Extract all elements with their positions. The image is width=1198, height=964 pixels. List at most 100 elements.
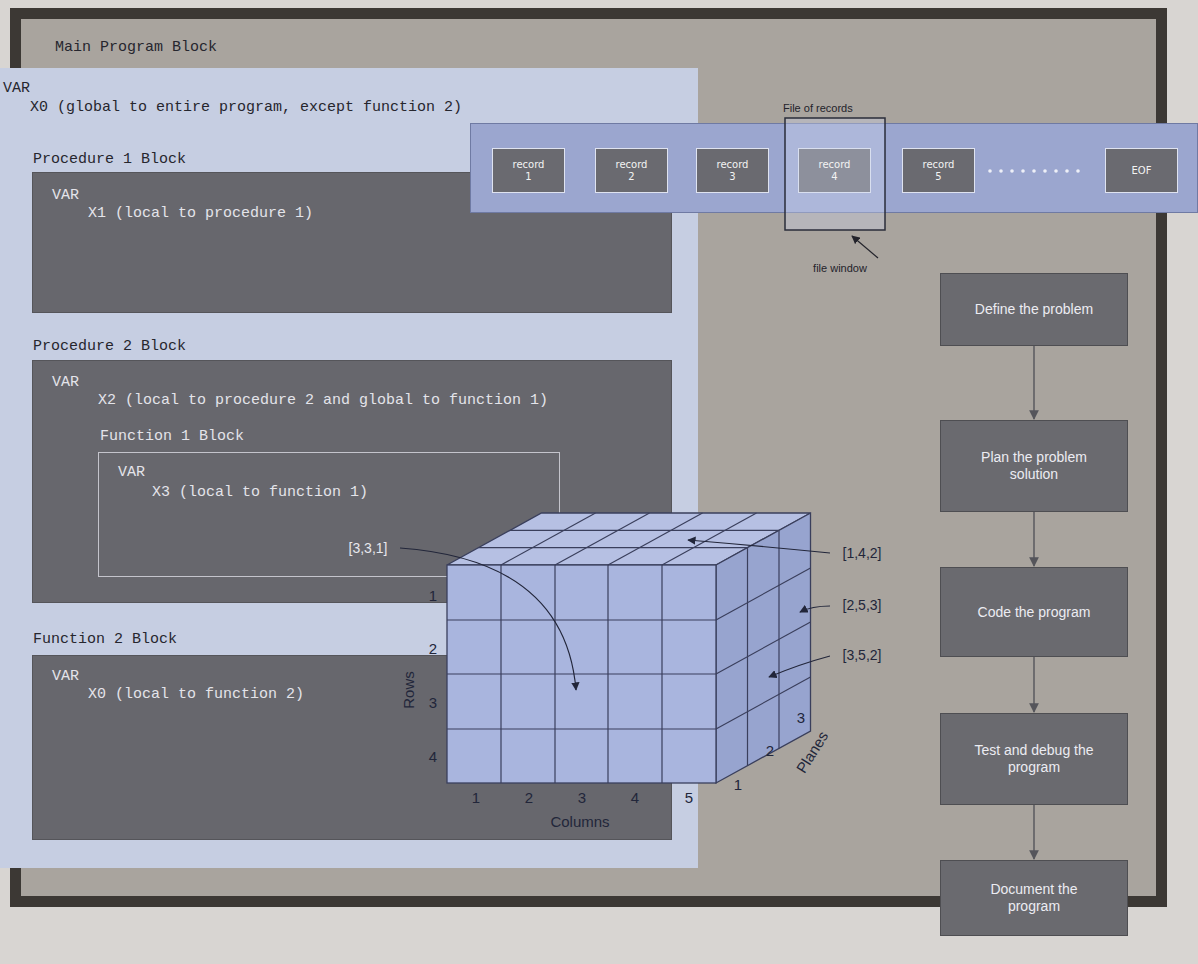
label-slot: Rows xyxy=(400,671,417,709)
text-slot: Function 1 Block xyxy=(100,428,244,445)
block-text: X0 (local to function 2) xyxy=(88,686,304,703)
block-heading: Procedure 2 Block xyxy=(33,338,186,355)
plane-number: 2 xyxy=(766,742,774,759)
process-box: Plan the problem solution xyxy=(940,420,1128,512)
process-box: Define the problem xyxy=(940,273,1128,346)
block-text: Main Program Block xyxy=(55,39,217,56)
text-slot: X0 (global to entire program, except fun… xyxy=(30,99,462,116)
text-slot: X1 (local to procedure 1) xyxy=(88,205,313,222)
label-slot: file window xyxy=(813,262,867,275)
process-box: Code the program xyxy=(940,567,1128,657)
label-slot: 1 xyxy=(734,776,742,793)
text-slot: Main Program Block xyxy=(55,39,217,56)
box-label: record 2 xyxy=(612,159,652,183)
block-text: VAR xyxy=(118,464,145,481)
text-slot: VAR xyxy=(3,80,30,97)
block-text: X3 (local to function 1) xyxy=(152,484,368,501)
block-text: X2 (local to procedure 2 and global to f… xyxy=(98,392,548,409)
label-slot: [3,5,2] xyxy=(843,647,882,663)
box-label: Document the program xyxy=(972,881,1096,915)
block-text: File of records xyxy=(783,102,853,115)
record-box: record 2 xyxy=(595,148,668,193)
text-slot: VAR xyxy=(52,374,79,391)
label-slot: 4 xyxy=(631,789,639,806)
box-label: Code the program xyxy=(978,604,1091,621)
record-box: record 4 xyxy=(798,148,871,193)
plane-number: 1 xyxy=(734,776,742,793)
box-label: record 5 xyxy=(919,159,959,183)
text-slot: VAR xyxy=(52,668,79,685)
axis-title: Columns xyxy=(550,813,609,830)
index-callout: [3,5,2] xyxy=(843,647,882,663)
text-slot: X3 (local to function 1) xyxy=(152,484,368,501)
label-slot: 2 xyxy=(429,640,437,657)
label-slot: [3,3,1] xyxy=(349,540,388,556)
column-number: 5 xyxy=(685,789,693,806)
block-heading: Function 1 Block xyxy=(100,428,244,445)
block-text: VAR xyxy=(52,187,79,204)
file-window-leader xyxy=(852,236,878,258)
text-slot: Function 2 Block xyxy=(33,631,177,648)
label-slot: 1 xyxy=(472,789,480,806)
label-slot: [1,4,2] xyxy=(843,545,882,561)
text-slot: Procedure 2 Block xyxy=(33,338,186,355)
block-text: VAR xyxy=(52,374,79,391)
label-slot: 2 xyxy=(766,742,774,759)
function-block: Function 2 BlockVARX0 (local to function… xyxy=(32,655,672,840)
file-band: File of recordsrecord 1record 2record 3r… xyxy=(470,123,1198,213)
label-slot: 1 xyxy=(429,587,437,604)
box-label: record 1 xyxy=(509,159,549,183)
process-box: Test and debug the program xyxy=(940,713,1128,805)
function-block: Function 1 BlockVARX3 (local to function… xyxy=(98,452,560,577)
index-callout: [2,5,3] xyxy=(843,597,882,613)
box-label: Plan the problem solution xyxy=(972,449,1096,483)
record-box: record 3 xyxy=(696,148,769,193)
column-number: 4 xyxy=(631,789,639,806)
procedure-block: Procedure 2 BlockVARX2 (local to procedu… xyxy=(32,360,672,603)
axis-title: Rows xyxy=(400,671,417,709)
column-number: 3 xyxy=(578,789,586,806)
record-box: record 5 xyxy=(902,148,975,193)
box-label: Define the problem xyxy=(975,301,1093,318)
row-number: 3 xyxy=(429,694,437,711)
label-slot: 5 xyxy=(685,789,693,806)
label-slot: [2,5,3] xyxy=(843,597,882,613)
eof-box: EOF xyxy=(1105,148,1178,193)
flow-arrow xyxy=(1033,512,1034,566)
flow-arrow xyxy=(1033,657,1034,712)
process-box: Document the program xyxy=(940,860,1128,936)
cube-grid xyxy=(447,513,811,783)
label-slot: 3 xyxy=(797,709,805,726)
text-slot: VAR xyxy=(52,187,79,204)
block-heading: Procedure 1 Block xyxy=(33,151,186,168)
box-label: record 3 xyxy=(713,159,753,183)
index-callout: [1,4,2] xyxy=(843,545,882,561)
label-slot: 4 xyxy=(429,748,437,765)
row-number: 2 xyxy=(429,640,437,657)
label-slot: Columns xyxy=(550,813,609,830)
label-slot: 2 xyxy=(525,789,533,806)
file-window xyxy=(785,118,885,230)
row-number: 1 xyxy=(429,587,437,604)
box-label: EOF xyxy=(1122,165,1162,177)
plane-number: 3 xyxy=(797,709,805,726)
column-number: 2 xyxy=(525,789,533,806)
text-slot: VAR xyxy=(118,464,145,481)
box-label: record 4 xyxy=(815,159,855,183)
record-ellipsis xyxy=(988,169,1080,173)
block-text: VAR xyxy=(52,668,79,685)
cube-faces xyxy=(447,513,811,783)
block-text: X0 (global to entire program, except fun… xyxy=(30,99,462,116)
flow-arrow xyxy=(1033,805,1034,859)
label-slot: 3 xyxy=(578,789,586,806)
block-text: X1 (local to procedure 1) xyxy=(88,205,313,222)
block-heading: Function 2 Block xyxy=(33,631,177,648)
text-slot: X0 (local to function 2) xyxy=(88,686,304,703)
flow-arrow xyxy=(1033,346,1034,419)
text-slot: Procedure 1 Block xyxy=(33,151,186,168)
file-window-label: file window xyxy=(813,262,867,275)
callout-leaders xyxy=(400,540,830,690)
row-number: 4 xyxy=(429,748,437,765)
column-number: 1 xyxy=(472,789,480,806)
box-label: Test and debug the program xyxy=(972,742,1096,776)
